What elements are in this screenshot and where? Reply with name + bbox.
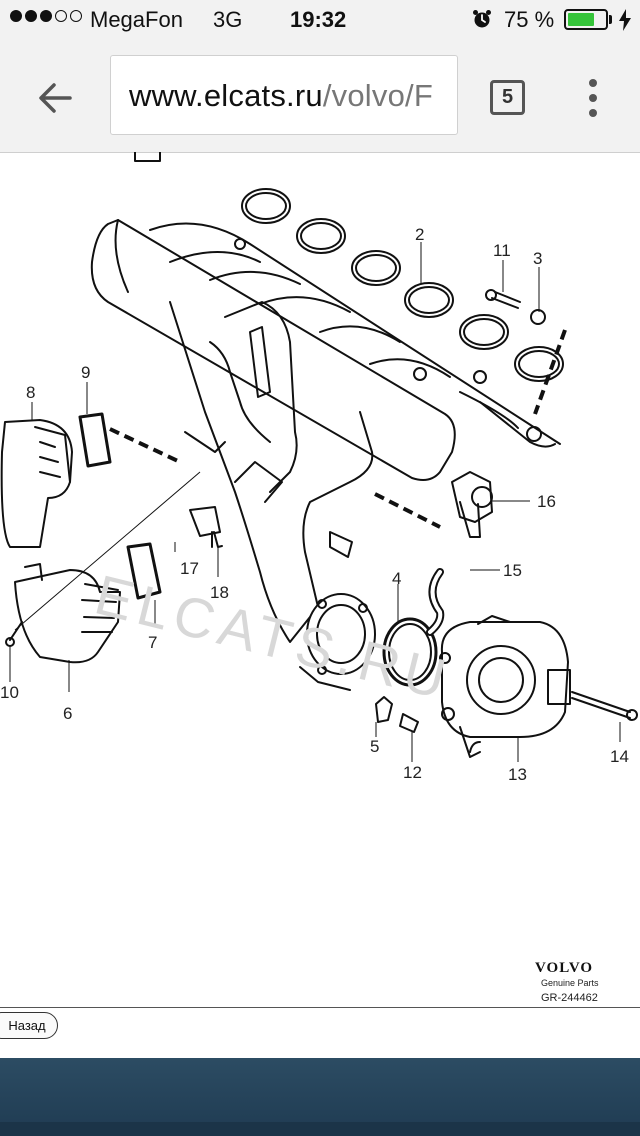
callout-4: 4 [392,569,401,588]
more-menu-icon[interactable] [580,76,606,120]
network-type: 3G [213,7,243,32]
drawing-code: GR-244462 [541,992,598,1004]
callout-3: 3 [533,249,542,268]
brand-subtitle: Genuine Parts [541,978,599,988]
watermark-text: ELCATS.RU [89,563,458,712]
browser-toolbar: www.elcats.ru/volvo/F 5 [0,40,640,153]
battery-level-fill [568,13,594,26]
callout-8: 8 [26,383,35,402]
callout-14: 14 [610,747,629,766]
battery-icon [564,9,608,30]
url-path: /volvo/F [322,78,433,113]
back-page-label: Назад [8,1018,46,1033]
callout-6: 6 [63,704,72,723]
charging-icon [619,9,631,31]
intake-manifold-drawing: ELCATS.RU 2 3 4 5 6 7 8 9 10 11 12 13 14… [0,152,638,1004]
callout-18: 18 [210,583,229,602]
battery-percent: 75 % [504,7,555,32]
callout-13: 13 [508,765,527,784]
back-page-button[interactable]: Назад [0,1012,58,1039]
alarm-icon [473,10,491,28]
carrier-name: MegaFon [90,7,183,32]
callout-10: 10 [0,683,19,702]
parts-diagram: ELCATS.RU 2 3 4 5 6 7 8 9 10 11 12 13 14… [0,152,640,1012]
url-host: www.elcats.ru [129,78,323,113]
page-footer-strip [0,1122,640,1136]
signal-strength-icon [10,10,82,22]
tabs-button[interactable]: 5 [490,80,525,115]
back-arrow-icon[interactable] [30,72,82,124]
page-divider [0,1007,640,1008]
tab-count: 5 [501,86,514,108]
callout-9: 9 [81,363,90,382]
callout-15: 15 [503,561,522,580]
callout-2: 2 [415,225,424,244]
callout-17: 17 [180,559,199,578]
status-bar: MegaFon 3G 19:32 75 % [0,0,640,40]
callout-7: 7 [148,633,157,652]
callout-11: 11 [493,241,511,260]
callout-12: 12 [403,763,422,782]
callout-16: 16 [537,492,556,511]
status-time: 19:32 [290,7,347,32]
url-bar[interactable]: www.elcats.ru/volvo/F [110,55,458,135]
brand-logo: VOLVO [535,960,593,976]
callout-5: 5 [370,737,379,756]
